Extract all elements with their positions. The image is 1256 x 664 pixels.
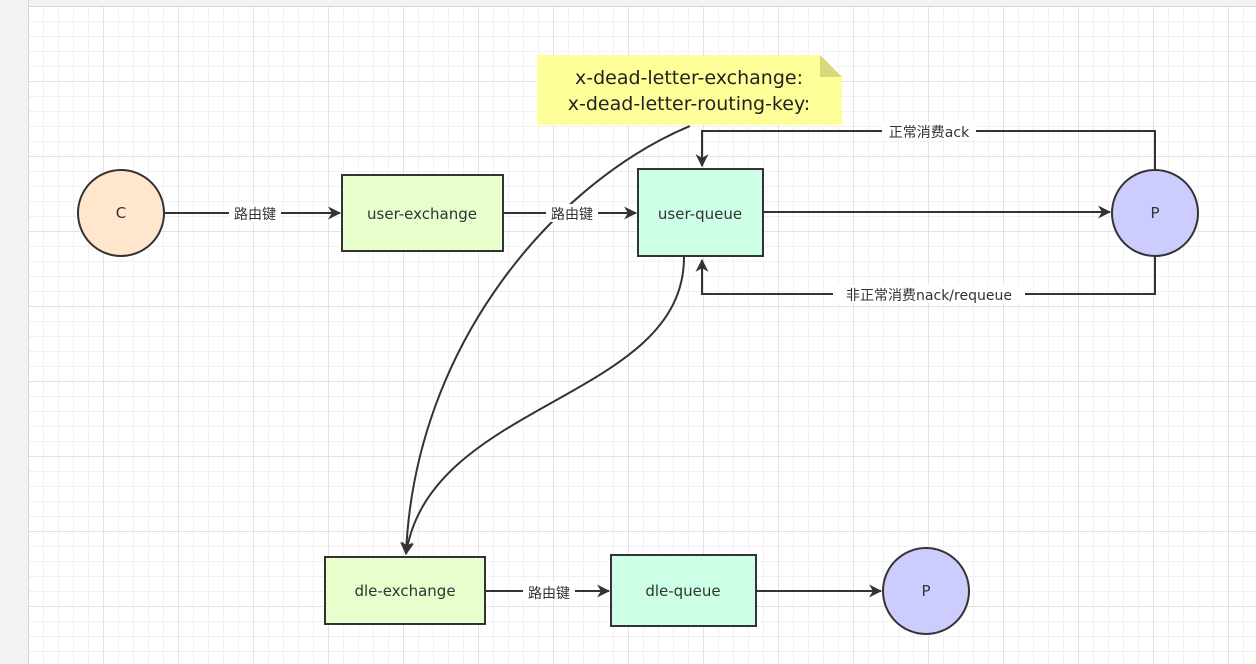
user-exchange-label: user-exchange <box>367 205 477 223</box>
consumer-node[interactable]: C <box>77 169 165 257</box>
svg-text:路由键: 路由键 <box>528 586 570 602</box>
user-queue-label: user-queue <box>658 205 742 223</box>
svg-text:路由键: 路由键 <box>234 207 276 223</box>
note-line-exchange: x-dead-letter-exchange: <box>575 67 803 89</box>
top-ruler <box>0 0 1256 7</box>
dle-exchange-node[interactable]: dle-exchange <box>324 556 486 625</box>
left-ruler <box>0 0 29 664</box>
producer-bottom-node[interactable]: P <box>882 547 970 635</box>
edge-user-queue-to-dle-exchange[interactable] <box>401 256 685 556</box>
dle-queue-label: dle-queue <box>645 582 720 600</box>
producer-top-node[interactable]: P <box>1111 169 1199 257</box>
svg-text:路由键: 路由键 <box>551 207 593 223</box>
svg-text:非正常消费nack/requeue: 非正常消费nack/requeue <box>846 288 1012 304</box>
svg-text:正常消费ack: 正常消费ack <box>889 125 970 141</box>
edge-label-dle-route: 路由键 <box>523 582 575 602</box>
user-queue-node[interactable]: user-queue <box>637 168 764 257</box>
dle-queue-node[interactable]: dle-queue <box>610 554 757 627</box>
producer-top-label: P <box>1150 204 1159 222</box>
edge-label-c-route: 路由键 <box>229 204 281 223</box>
edge-label-ack: 正常消费ack <box>882 122 976 141</box>
dead-letter-note[interactable]: x-dead-letter-exchange: x-dead-letter-ro… <box>537 55 842 125</box>
note-line-routing-key: x-dead-letter-routing-key: <box>568 93 810 115</box>
edge-note-to-dle-exchange[interactable] <box>400 125 691 556</box>
dle-exchange-label: dle-exchange <box>354 582 455 600</box>
consumer-label: C <box>116 204 126 222</box>
edge-label-nack: 非正常消费nack/requeue <box>833 285 1025 304</box>
edge-label-user-exchange-route: 路由键 <box>546 204 598 223</box>
producer-bottom-label: P <box>921 582 930 600</box>
user-exchange-node[interactable]: user-exchange <box>341 174 504 252</box>
